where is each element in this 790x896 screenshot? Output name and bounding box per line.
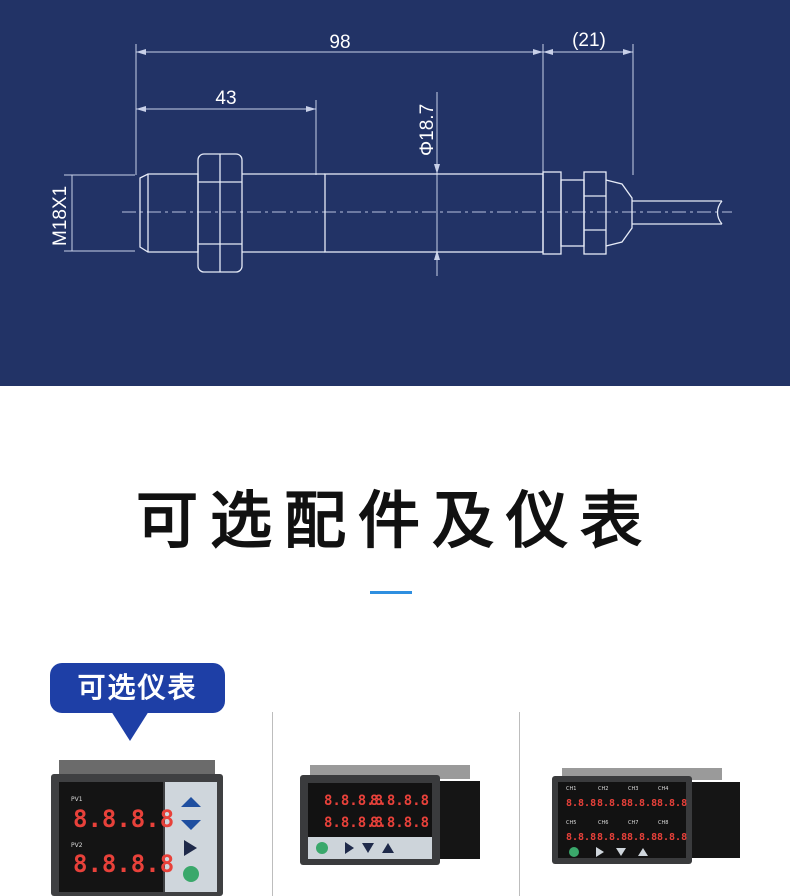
- meter3-set-icon: [569, 847, 579, 857]
- sensor-dimension-drawing: 98 (21) 43 Φ18.7 M18X1: [50, 30, 732, 276]
- tag-pointer: [111, 711, 149, 741]
- meter-eight-channel-image: CH1 CH2 CH3 CH4 CH5 CH6 CH7 CH8 8.8.8 8.…: [552, 768, 740, 864]
- meter3-channel-label-3: CH3: [628, 786, 638, 792]
- meter3-readout-4: 8.8.8: [657, 798, 687, 809]
- meter3-channel-label-4: CH4: [658, 786, 668, 792]
- arrowheads-cable: [543, 49, 633, 55]
- meter2-readout-2: 8.8.8.8: [370, 793, 429, 809]
- sensor-cable: [632, 200, 723, 225]
- column-divider-2: [519, 712, 520, 896]
- meter3-readout-8: 8.8.8: [657, 832, 687, 843]
- meter2-readout-3: 8.8.8.8: [324, 815, 383, 831]
- meter3-readout-6: 8.8.8: [597, 832, 627, 843]
- meter3-readout-1: 8.8.8: [566, 798, 596, 809]
- meter2-readout-1: 8.8.8.8: [324, 793, 383, 809]
- meter3-down-icon: [616, 848, 626, 856]
- meter3-channel-label-7: CH7: [628, 820, 638, 826]
- optional-meter-tag: 可选仪表: [50, 663, 225, 713]
- meter-horizontal-display-image: 8.8.8.8 8.8.8.8 8.8.8.8 8.8.8.8: [300, 765, 480, 865]
- meter1-channel-label-2: PV2: [71, 842, 83, 849]
- sensor-threaded-shaft: [242, 173, 325, 253]
- meter3-channel-label-1: CH1: [566, 786, 576, 792]
- meter3-right-icon: [596, 847, 604, 857]
- meter-horizontal-display: 8.8.8.8 8.8.8.8 8.8.8.8 8.8.8.8: [300, 765, 480, 869]
- column-divider-1: [272, 712, 273, 896]
- sensor-body: [324, 173, 544, 253]
- section-title: 可选配件及仪表: [135, 484, 654, 557]
- meter1-up-icon: [181, 797, 201, 807]
- meter-dual-display-image: PV1 PV2 8.8.8.8 8.8.8.8: [51, 760, 223, 896]
- sensor-cable-gland: [542, 171, 633, 255]
- meter3-readout-7: 8.8.8: [627, 832, 657, 843]
- meter1-readout-1: 8.8.8.8: [73, 805, 174, 833]
- meter3-channel-label-2: CH2: [598, 786, 608, 792]
- meter1-down-icon: [181, 820, 201, 830]
- dimension-label-thread: M18X1: [50, 186, 71, 246]
- meter-dual-display: PV1 PV2 8.8.8.8 8.8.8.8: [51, 760, 223, 896]
- meter2-set-icon: [316, 842, 328, 854]
- dimension-label-cable: (21): [572, 30, 606, 51]
- meter3-readout-5: 8.8.8: [566, 832, 596, 843]
- meter2-right-icon: [345, 842, 354, 854]
- dimension-label-total: 98: [329, 32, 350, 53]
- technical-drawing-panel: 98 (21) 43 Φ18.7 M18X1: [0, 0, 790, 386]
- meter3-channel-label-5: CH5: [566, 820, 576, 826]
- meter1-set-icon: [183, 866, 199, 882]
- meter2-up-icon: [382, 843, 394, 853]
- meter3-readout-2: 8.8.8: [597, 798, 627, 809]
- meter1-right-icon: [184, 840, 197, 856]
- dimension-label-diameter: Φ18.7: [417, 104, 438, 156]
- sensor-lock-nut: [197, 153, 243, 273]
- title-accent-line: [370, 591, 412, 594]
- meter3-channel-label-6: CH6: [598, 820, 608, 826]
- meter2-down-icon: [362, 843, 374, 853]
- meter3-readout-3: 8.8.8: [627, 798, 657, 809]
- sensor-threaded-head: [139, 173, 199, 253]
- meter-eight-channel: CH1 CH2 CH3 CH4 CH5 CH6 CH7 CH8 8.8.8 8.…: [552, 768, 742, 868]
- meter3-channel-label-8: CH8: [658, 820, 668, 826]
- meter3-up-icon: [638, 848, 648, 856]
- meter1-channel-label-1: PV1: [71, 796, 83, 803]
- dimension-label-body: 43: [215, 88, 236, 109]
- meter1-readout-2: 8.8.8.8: [73, 850, 174, 878]
- meter2-readout-4: 8.8.8.8: [370, 815, 429, 831]
